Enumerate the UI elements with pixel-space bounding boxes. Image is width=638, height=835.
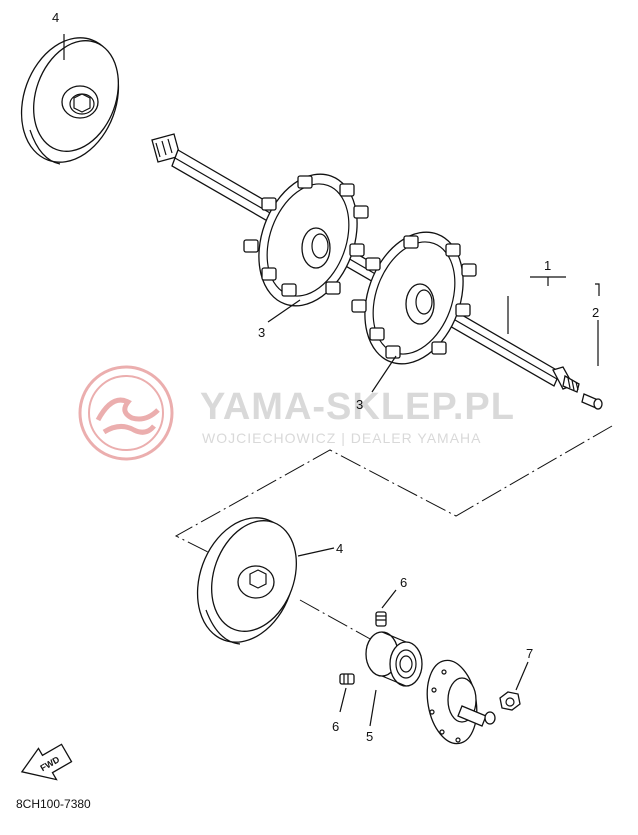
pulley-upper xyxy=(20,37,120,165)
plug-part-2 xyxy=(581,393,603,410)
diagram-code: 8CH100-7380 xyxy=(16,797,91,811)
callout-2: 2 xyxy=(592,305,599,320)
callout-4-upper: 4 xyxy=(52,10,59,25)
sprocket-left xyxy=(243,173,369,307)
sprocket-right xyxy=(351,231,477,365)
bearing-part-5 xyxy=(365,631,423,727)
pulley-lower xyxy=(196,517,335,645)
callout-6-upper: 6 xyxy=(400,575,407,590)
callout-6-lower: 6 xyxy=(332,719,339,734)
callout-7: 7 xyxy=(526,646,533,661)
callout-3-right: 3 xyxy=(356,397,363,412)
set-screw-lower xyxy=(339,673,355,713)
leader-lines-upper xyxy=(63,34,600,393)
watermark-logo xyxy=(78,365,174,461)
fwd-arrow-icon: FWD xyxy=(20,743,73,781)
watermark-dealer: WOJCIECHOWICZ | DEALER YAMAHA xyxy=(202,430,481,446)
callout-5: 5 xyxy=(366,729,373,744)
set-screw-upper xyxy=(375,589,397,627)
callout-1: 1 xyxy=(544,258,551,273)
callout-3-left: 3 xyxy=(258,325,265,340)
callout-4-lower: 4 xyxy=(336,541,343,556)
flange-hub xyxy=(426,659,496,745)
nut-part-7 xyxy=(499,661,529,711)
watermark-brand: YAMA-SKLEP.PL xyxy=(200,386,515,428)
assembly-guide-line xyxy=(174,425,613,641)
